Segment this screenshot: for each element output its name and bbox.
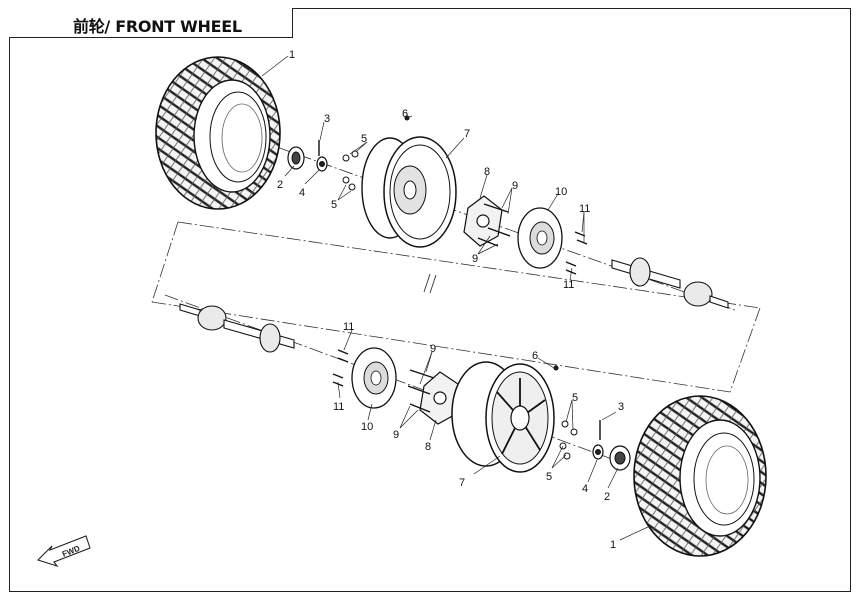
callout-9-upper-a: 9: [512, 180, 518, 192]
lower-axle-shaft: [179, 303, 295, 353]
lower-brake-disc: [351, 347, 397, 409]
lower-lug-nuts: [559, 420, 578, 460]
diagram-title: 前轮/ FRONT WHEEL: [73, 17, 242, 36]
fwd-arrow-icon: FWD: [36, 535, 91, 568]
callout-8-lower: 8: [425, 441, 431, 453]
upper-hub-parts: [287, 140, 328, 172]
leader-lines: [261, 55, 651, 541]
upper-hub-flange: [463, 195, 511, 247]
upper-brake-disc: [517, 207, 563, 269]
callout-4-upper: 4: [299, 187, 305, 199]
callout-3-lower: 3: [618, 401, 624, 413]
upper-tire: [155, 56, 281, 210]
callout-1-upper: 1: [289, 49, 295, 61]
callout-2-lower: 2: [604, 491, 610, 503]
lower-wheel-rim: [451, 361, 559, 473]
lower-hub-flange: [407, 369, 459, 425]
diagram-frame: [9, 8, 851, 592]
callout-6-upper: 6: [402, 108, 408, 120]
callout-8-upper: 8: [484, 166, 490, 178]
lower-disc-bolts: [332, 349, 349, 387]
callout-9-lower-a: 9: [430, 343, 436, 355]
callout-4-lower: 4: [582, 483, 588, 495]
callout-6-lower: 6: [532, 350, 538, 362]
callout-10-upper: 10: [555, 186, 567, 198]
callout-9-upper-b: 9: [472, 253, 478, 265]
callout-5-lower-b: 5: [546, 471, 552, 483]
callout-5-upper-b: 5: [331, 199, 337, 211]
callout-11-lower-b: 11: [333, 401, 344, 413]
callout-11-lower-a: 11: [343, 321, 354, 333]
callout-9-lower-b: 9: [393, 429, 399, 441]
callout-11-upper-a: 11: [579, 203, 590, 215]
callout-5-lower-a: 5: [572, 392, 578, 404]
callout-3-upper: 3: [324, 113, 330, 125]
title-box: 前轮/ FRONT WHEEL: [9, 8, 293, 38]
upper-lug-nuts: [342, 150, 359, 191]
break-marks: [423, 273, 437, 294]
lower-hub-parts: [592, 420, 631, 471]
lower-tire: [633, 395, 767, 557]
callout-1-lower: 1: [610, 539, 616, 551]
callout-10-lower: 10: [361, 421, 373, 433]
upper-wheel-rim: [361, 115, 457, 248]
callout-7-lower: 7: [459, 477, 465, 489]
callout-5-upper-a: 5: [361, 133, 367, 145]
callout-2-upper: 2: [277, 179, 283, 191]
callout-11-upper-b: 11: [563, 279, 574, 291]
callout-labels: 1 2 3 4 5 5 6 7 8 9 9 10 11 11 11 11 9 9…: [277, 49, 624, 551]
upper-axle-shaft: [611, 257, 729, 309]
callout-7-upper: 7: [464, 128, 470, 140]
